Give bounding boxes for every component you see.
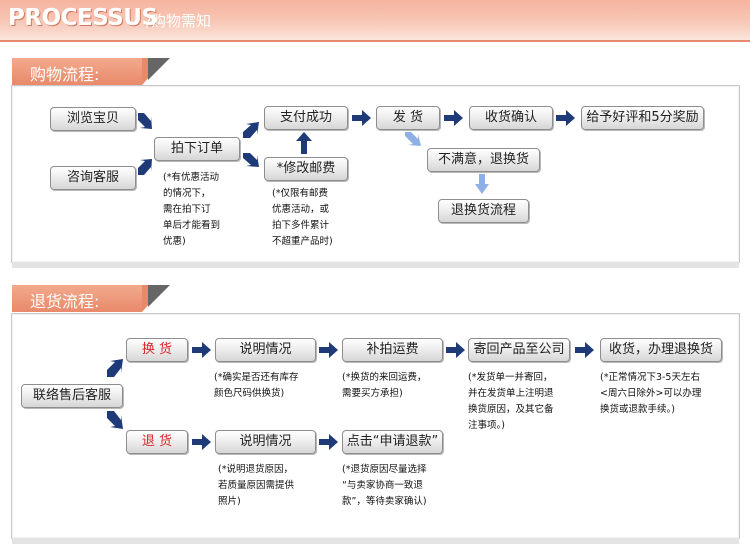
header-divider — [0, 40, 750, 42]
apply-refund-button[interactable]: 点击“申请退款” — [342, 430, 443, 454]
receive-button[interactable]: 收货确认 — [469, 106, 553, 130]
arrow-right-icon — [319, 342, 338, 358]
order-note: (*有优惠活动 的情况下， 需在拍下订 单后才能看到 优惠) — [163, 172, 221, 247]
modify-postage-button[interactable]: *修改邮费 — [264, 157, 348, 181]
exchange-button[interactable]: 换 货 — [126, 338, 188, 362]
pay-button[interactable]: 支付成功 — [264, 106, 348, 130]
order-button[interactable]: 拍下订单 — [154, 137, 240, 161]
receive-process-note: (*正常情况下3-5天左右 <周六日除外>可以办理 换货或退款手续。) — [600, 372, 702, 415]
send-back-note: (*发货单一并寄回， 并在发货单上注明退 换货原因，及其它备 注事项。) — [468, 372, 554, 431]
arrow-right-icon — [446, 342, 465, 358]
arrow-up-icon — [296, 132, 312, 154]
postage-note: (*仅限有邮费 优惠活动，或 拍下多件累计 不超重产品时) — [272, 188, 333, 247]
arrow-down-right-icon — [107, 411, 123, 429]
arrow-right-icon — [319, 434, 338, 450]
send-back-button[interactable]: 寄回产品至公司 — [468, 338, 570, 362]
explain-exchange-note: (*确实是否还有库存 颜色尺码供换货) — [214, 372, 299, 399]
page-title: PROCESSUS — [8, 5, 158, 31]
panel-footer — [12, 538, 739, 544]
repay-shipping-button[interactable]: 补拍运费 — [342, 338, 443, 362]
browse-button[interactable]: 浏览宝贝 — [50, 107, 136, 131]
arrow-right-icon — [556, 110, 575, 126]
section-tab-label: 购物流程: — [30, 65, 100, 84]
refund-button[interactable]: 退 货 — [126, 430, 188, 454]
arrow-up-right-icon — [243, 122, 259, 138]
arrow-up-right-icon — [107, 359, 123, 377]
arrow-down-right-icon — [138, 113, 152, 129]
ship-button[interactable]: 发 货 — [376, 106, 440, 130]
explain-refund-note: (*说明退货原因， 若质量原因需提供 照片) — [218, 464, 295, 507]
arrow-down-right-icon — [243, 153, 259, 167]
arrow-down-right-icon — [405, 132, 421, 146]
section-tab-label: 退货流程: — [30, 292, 100, 311]
review-button[interactable]: 给予好评和5分奖励 — [581, 106, 704, 130]
receive-process-button[interactable]: 收货，办理退换货 — [600, 338, 722, 362]
contact-service-button[interactable]: 联络售后客服 — [21, 384, 123, 408]
tab-shadow-icon — [148, 285, 170, 307]
arrow-down-icon — [475, 174, 489, 194]
page-subtitle: /购物需知 — [146, 12, 212, 30]
consult-button[interactable]: 咨询客服 — [50, 166, 136, 190]
apply-refund-note: (*退货原因尽量选择 “与卖家协商一致退 款”，等待卖家确认) — [342, 464, 427, 507]
shipping-note: (*换货的来回运费， 需要买方承担) — [342, 372, 427, 399]
arrow-right-icon — [192, 434, 211, 450]
arrow-right-icon — [444, 110, 463, 126]
return-flow-button[interactable]: 退换货流程 — [438, 199, 529, 223]
arrow-up-right-icon — [138, 159, 152, 175]
explain-refund-button[interactable]: 说明情况 — [215, 430, 316, 454]
unsatisfied-button[interactable]: 不满意，退换货 — [427, 148, 540, 172]
arrow-right-icon — [352, 110, 371, 126]
panel-footer — [12, 262, 739, 268]
tab-shadow-icon — [148, 58, 170, 80]
page-header-banner — [0, 0, 750, 40]
explain-exchange-button[interactable]: 说明情况 — [215, 338, 316, 362]
arrow-right-icon — [192, 342, 211, 358]
arrow-right-icon — [575, 342, 594, 358]
